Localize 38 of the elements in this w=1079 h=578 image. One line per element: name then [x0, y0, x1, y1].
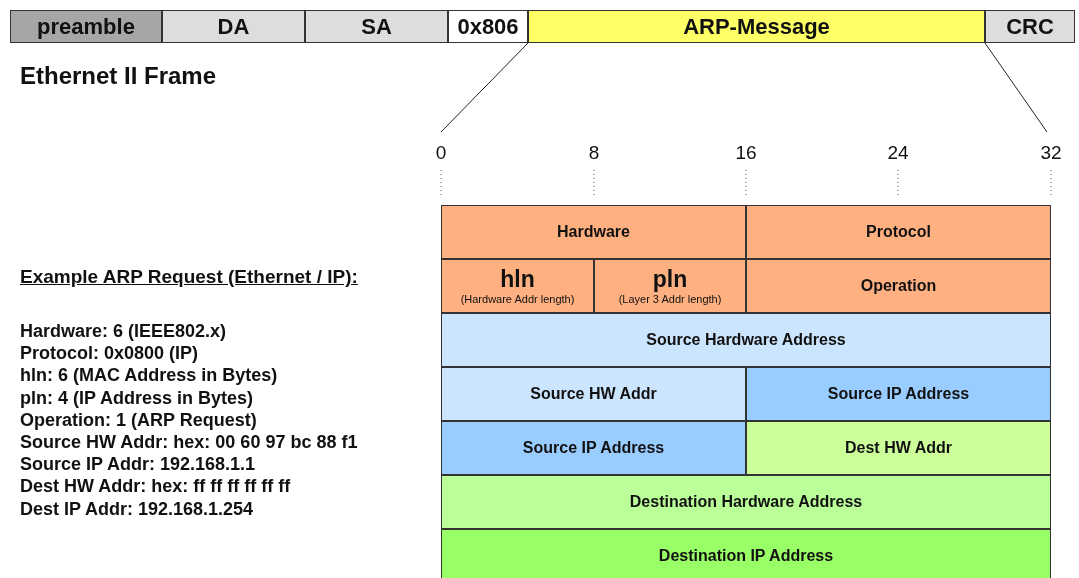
header-field: Dest HW Addr — [746, 421, 1051, 475]
frame-field: SA — [305, 10, 448, 43]
bit-number: 16 — [735, 142, 757, 164]
frame-field: DA — [162, 10, 305, 43]
header-field: Source IP Address — [441, 421, 746, 475]
header-field: Source HW Addr — [441, 367, 746, 421]
example-line: pln: 4 (IP Address in Bytes) — [20, 387, 254, 409]
example-line: Source HW Addr: hex: 00 60 97 bc 88 f1 — [20, 432, 358, 453]
header-field: Source IP Address — [746, 367, 1051, 421]
example-heading: Example ARP Request (Ethernet / IP): — [20, 266, 358, 288]
header-field: Destination Hardware Address — [441, 475, 1051, 529]
frame-field: ARP-Message — [528, 10, 985, 43]
header-field — [441, 259, 594, 313]
field-name: pln — [652, 267, 688, 293]
frame-field: preamble — [10, 10, 162, 43]
frame-field: CRC — [985, 10, 1075, 43]
header-field: Hardware — [441, 205, 746, 259]
header-field: Destination IP Address — [441, 529, 1051, 578]
frame-field: 0x806 — [448, 10, 528, 43]
example-line: hln: 6 (MAC Address in Bytes) — [20, 365, 278, 387]
bit-number: 0 — [435, 142, 447, 164]
example-line: Protocol: 0x0800 (IP) — [20, 343, 199, 365]
field-name: hln — [500, 267, 535, 293]
field-description: (Hardware Addr length) — [460, 292, 575, 305]
example-line: Dest HW Addr: hex: ff ff ff ff ff ff — [20, 476, 291, 498]
header-field: Operation — [746, 259, 1051, 313]
header-field — [594, 259, 746, 313]
example-line: Source IP Addr: 192.168.1.1 — [20, 454, 256, 476]
header-field: Protocol — [746, 205, 1051, 259]
frame-title: Ethernet II Frame — [20, 62, 217, 90]
field-description: (Layer 3 Addr length) — [618, 292, 722, 305]
bit-number: 24 — [887, 142, 909, 164]
bit-number: 8 — [588, 142, 600, 164]
example-line: Dest IP Addr: 192.168.1.254 — [20, 498, 254, 520]
example-line: Operation: 1 (ARP Request) — [20, 409, 257, 431]
bit-number: 32 — [1040, 142, 1062, 164]
example-line: Hardware: 6 (IEEE802.x) — [20, 321, 227, 342]
header-field: Source Hardware Address — [441, 313, 1051, 367]
